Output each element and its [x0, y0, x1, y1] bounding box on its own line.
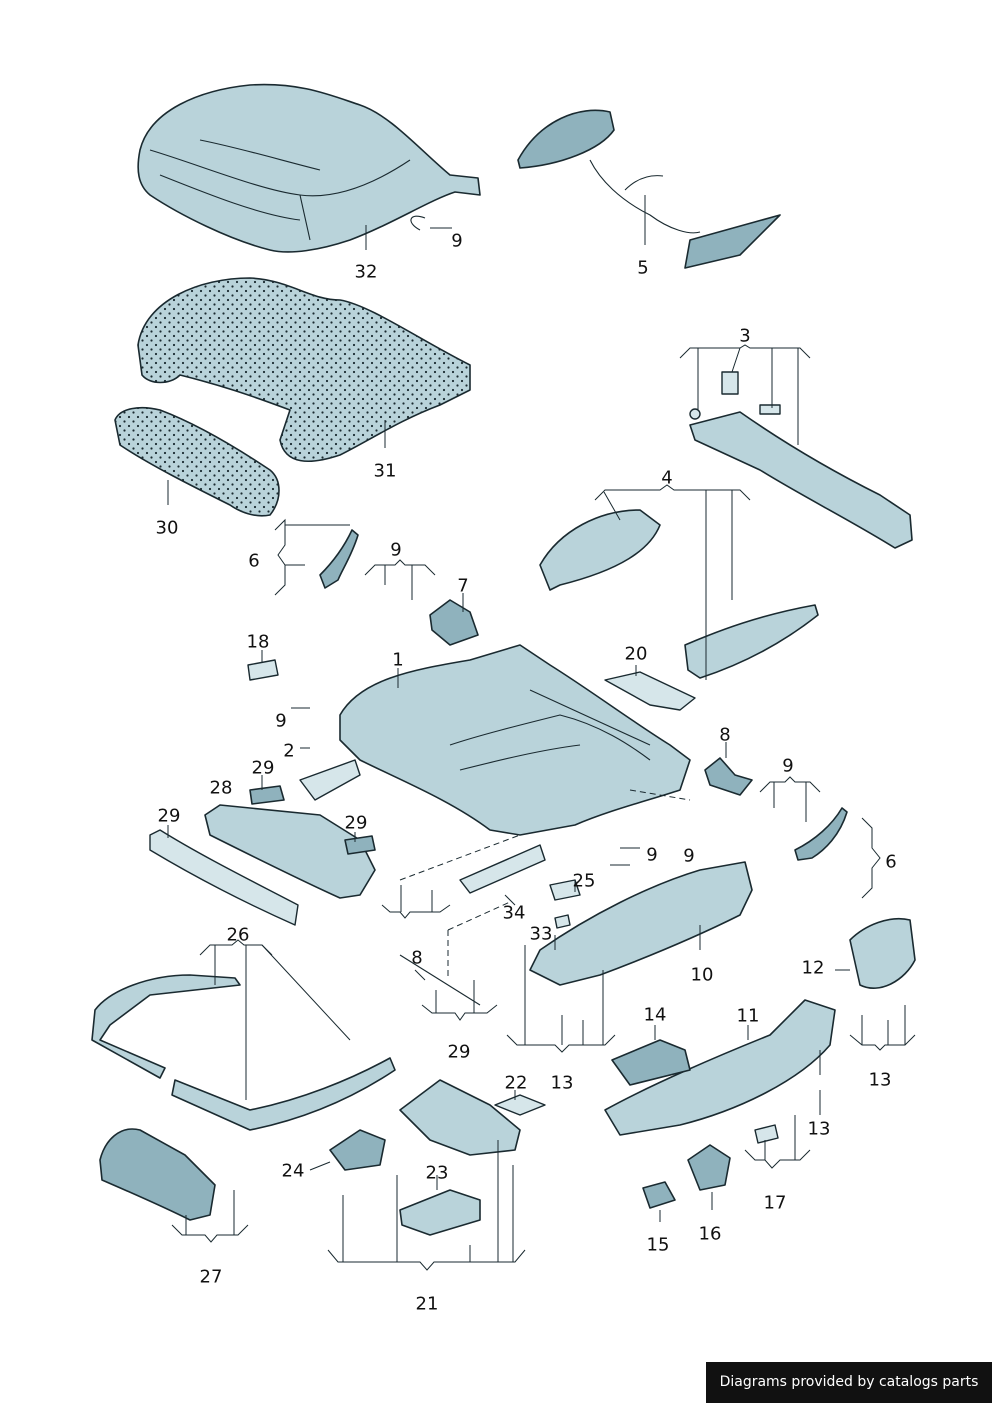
callout-9: 9: [451, 230, 463, 252]
callout-9: 9: [390, 539, 402, 561]
callout-11: 11: [736, 1005, 760, 1027]
callout-2: 2: [283, 740, 295, 762]
callout-29: 29: [447, 1041, 471, 1063]
callout-30: 30: [155, 517, 179, 539]
frame-rail-part: [91, 974, 241, 1079]
callout-8: 8: [719, 724, 731, 746]
clip-part-29a: [249, 785, 285, 805]
seat-heating-part: [517, 109, 781, 269]
module-bracket-part: [399, 1079, 521, 1156]
wire-part-8: [399, 954, 481, 1006]
control-module-part-23: [399, 1189, 481, 1236]
module-part-24: [329, 1129, 386, 1171]
callout-9: 9: [782, 755, 794, 777]
bracket-part: [604, 671, 696, 711]
callout-22: 22: [504, 1072, 528, 1094]
seat-cover-part: [137, 83, 481, 253]
callout-13: 13: [550, 1072, 574, 1094]
side-trim-part: [539, 509, 819, 679]
callout-24: 24: [281, 1160, 305, 1182]
clip-part: [410, 215, 426, 231]
callout-9: 9: [275, 710, 287, 732]
callout-26: 26: [226, 924, 250, 946]
control-unit-part-14: [611, 1039, 691, 1086]
callout-23: 23: [425, 1162, 449, 1184]
lever-part-left: [319, 529, 359, 589]
clip-part-29b: [344, 835, 376, 855]
leader-lines: [167, 195, 916, 1271]
callout-5: 5: [637, 257, 649, 279]
callout-13: 13: [868, 1069, 892, 1091]
callout-9: 9: [646, 844, 658, 866]
callout-21: 21: [415, 1293, 439, 1315]
frame-rail-part-lower: [171, 1057, 396, 1131]
side-cover-part: [604, 999, 836, 1136]
base-cover-part: [529, 861, 753, 986]
side-panel-part: [204, 804, 376, 899]
seat-frame-part: [299, 644, 691, 894]
callout-29: 29: [157, 805, 181, 827]
credit-banner: Diagrams provided by catalogs parts: [706, 1362, 992, 1403]
callout-17: 17: [763, 1192, 787, 1214]
callout-28: 28: [209, 777, 233, 799]
recliner-cover-part: [849, 917, 916, 989]
callout-25: 25: [572, 870, 596, 892]
bracket-part-25: [549, 879, 581, 901]
callout-20: 20: [624, 643, 648, 665]
callout-4: 4: [661, 467, 673, 489]
seat-foam-part: [137, 277, 471, 463]
callout-9: 9: [683, 845, 695, 867]
callout-29: 29: [344, 812, 368, 834]
callout-13: 13: [807, 1118, 831, 1140]
callout-8: 8: [411, 947, 423, 969]
callout-31: 31: [373, 460, 397, 482]
switch-part-15: [642, 1181, 676, 1209]
callout-29: 29: [251, 757, 275, 779]
callout-6: 6: [248, 550, 260, 572]
callout-1: 1: [392, 649, 404, 671]
callout-18: 18: [246, 631, 270, 653]
callout-6: 6: [885, 851, 897, 873]
thigh-support-foam-part: [114, 406, 280, 517]
bracket-part-33: [554, 914, 571, 929]
callout-27: 27: [199, 1266, 223, 1288]
callout-14: 14: [643, 1004, 667, 1026]
bracket-part-22: [494, 1094, 546, 1116]
callout-3: 3: [739, 325, 751, 347]
lever-part-right: [794, 807, 848, 861]
knob-part-17: [754, 1124, 779, 1144]
callout-33: 33: [529, 923, 553, 945]
callout-7: 7: [457, 575, 469, 597]
trim-strip-part: [149, 829, 299, 926]
motor-part: [99, 1128, 216, 1221]
switch-part-16: [687, 1144, 731, 1191]
callout-16: 16: [698, 1223, 722, 1245]
mount-part-7: [429, 599, 479, 646]
callout-12: 12: [801, 957, 825, 979]
callout-34: 34: [502, 902, 526, 924]
side-rail-part: [689, 371, 913, 549]
callout-10: 10: [690, 964, 714, 986]
cap-part: [247, 659, 279, 681]
callout-32: 32: [354, 261, 378, 283]
callout-15: 15: [646, 1234, 670, 1256]
mount-part-8: [704, 757, 753, 796]
